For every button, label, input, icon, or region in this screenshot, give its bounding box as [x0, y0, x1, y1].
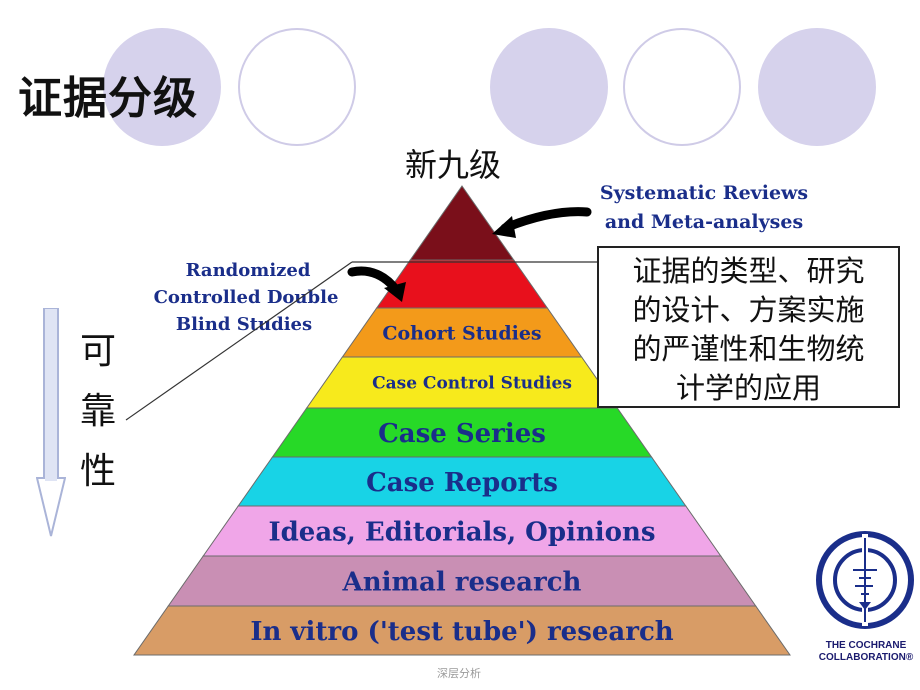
- pyramid-subtitle: 新九级: [405, 146, 502, 184]
- decorative-circle: [490, 28, 608, 146]
- slide-title: 证据分级: [18, 73, 198, 124]
- annotation-rct: Controlled Double: [154, 287, 339, 308]
- callout-line: 计学的应用: [675, 371, 821, 405]
- cochrane-logo-text: THE COCHRANE COLLABORATION®: [818, 640, 914, 663]
- pyramid-level-label: In vitro ('test tube') research: [250, 617, 673, 647]
- pyramid-level-label: Animal research: [342, 567, 582, 597]
- callout-line: 的严谨性和生物统: [632, 332, 865, 366]
- callout-line: 的设计、方案实施: [632, 293, 865, 327]
- pyramid-level-label: Case Reports: [366, 468, 558, 498]
- reliability-char: 靠: [80, 391, 117, 432]
- pointer-arrowhead: [384, 282, 406, 302]
- pyramid-level-label: Case Control Studies: [372, 374, 572, 394]
- callout-line: 证据的类型、研究: [632, 254, 865, 288]
- decorative-circle: [103, 28, 221, 146]
- pyramid-level: [409, 185, 515, 261]
- cochrane-logo-icon: [816, 531, 914, 629]
- callout-box: 证据的类型、研究 的设计、方案实施 的严谨性和生物统 计学的应用: [597, 246, 900, 408]
- pyramid-level: [133, 605, 791, 656]
- reliability-char: 性: [80, 451, 117, 492]
- decorative-circle: [758, 28, 876, 146]
- pyramid-level-label: Cohort Studies: [382, 322, 541, 344]
- footer-watermark: 深层分析: [437, 667, 481, 680]
- reliability-char: 可: [80, 331, 117, 372]
- reliability-arrow: [35, 307, 67, 542]
- decorative-circle: [238, 28, 356, 146]
- pointer-arrowhead: [492, 216, 516, 238]
- pointer-arrow: [500, 207, 592, 233]
- annotation-rct: Randomized: [186, 260, 311, 281]
- annotation-systematic-reviews: and Meta-analyses: [605, 211, 803, 233]
- cochrane-logo: [815, 530, 915, 642]
- decorative-circle: [623, 28, 741, 146]
- callout-leader: [125, 261, 353, 421]
- pyramid-level-label: Case Series: [378, 419, 546, 449]
- annotation-rct: Blind Studies: [176, 314, 312, 335]
- pyramid-level-label: Ideas, Editorials, Opinions: [268, 517, 655, 547]
- annotation-systematic-reviews: Systematic Reviews: [600, 182, 808, 204]
